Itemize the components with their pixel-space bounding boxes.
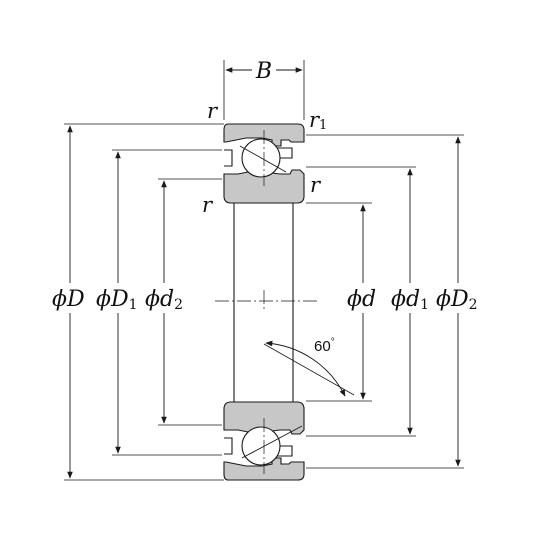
- label-r-mid-right: r: [310, 173, 322, 197]
- angle-arc: [265, 340, 346, 397]
- center-lines: [215, 130, 318, 474]
- label-r-mid-left: r: [202, 193, 214, 217]
- label-r-top-left: r: [207, 99, 219, 123]
- label-phi-d: ϕd: [347, 287, 376, 312]
- labels: B r r1 r r ϕD ϕD1 ϕd2 ϕd ϕd1 ϕD2 60°: [52, 59, 478, 355]
- label-angle: 60°: [314, 337, 335, 355]
- label-B: B: [255, 59, 272, 84]
- label-phi-d1: ϕd1: [391, 287, 429, 313]
- inner-ring-top: [223, 169, 305, 204]
- seal-top: [224, 149, 233, 167]
- label-phi-D: ϕD: [52, 287, 85, 312]
- contact-line-bottom: [241, 425, 303, 459]
- label-phi-D1: ϕD1: [96, 287, 138, 313]
- label-r1: r1: [309, 108, 327, 133]
- ball-bottom: [241, 426, 281, 466]
- dimension-lines: [67, 67, 461, 479]
- seal-bottom: [224, 437, 233, 455]
- label-phi-D2: ϕD2: [436, 287, 478, 313]
- extension-lines: [64, 60, 464, 481]
- label-phi-d2: ϕd2: [145, 287, 183, 313]
- contact-line-top: [239, 145, 287, 173]
